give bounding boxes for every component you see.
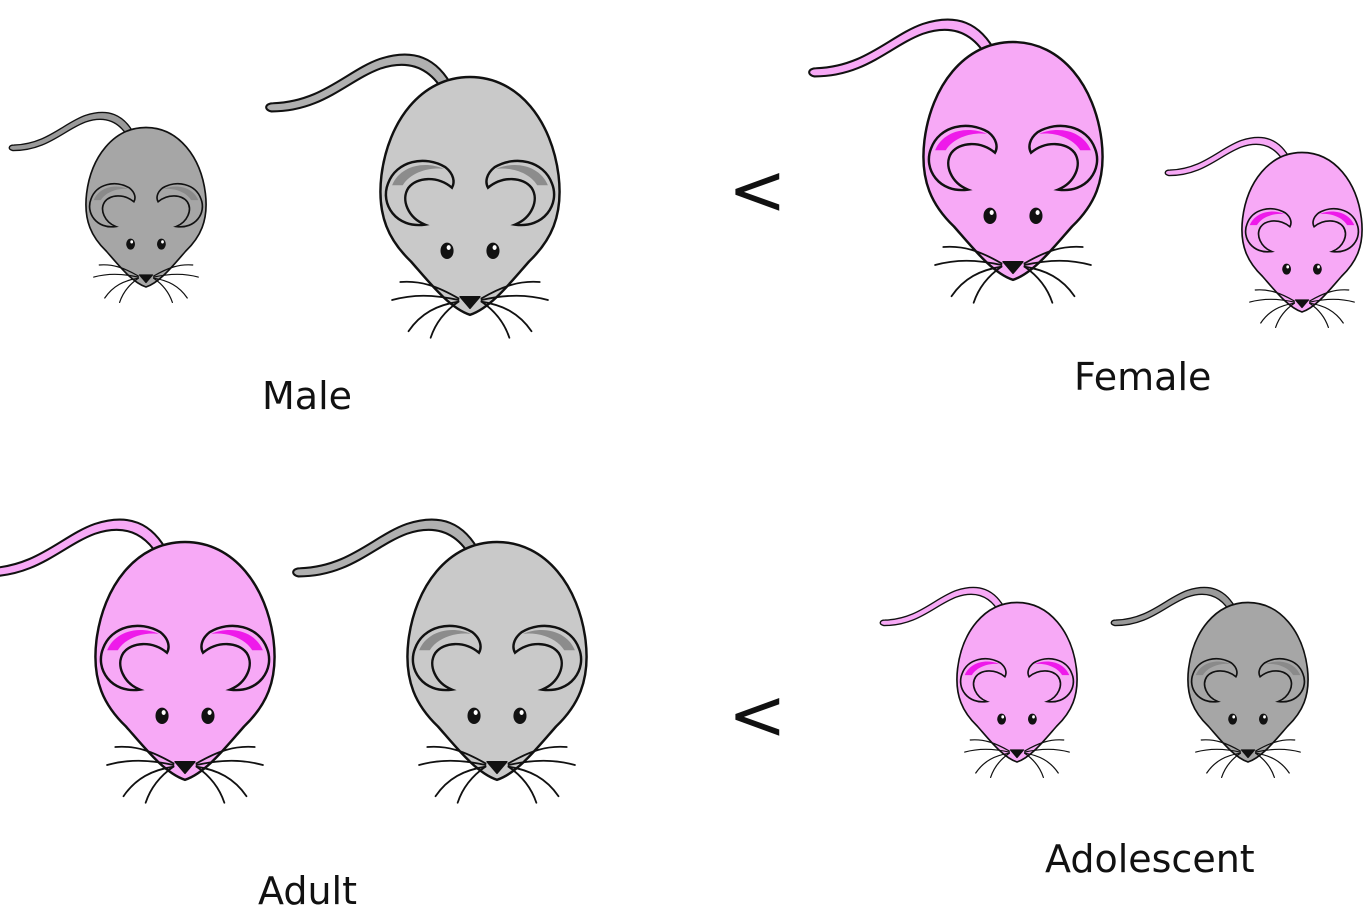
large-pink-mouse-icon [809,20,1102,303]
small-gray-mouse-icon [1111,587,1308,777]
small-gray-mouse-icon [9,112,206,302]
male-label: Male [262,377,352,415]
female-label: Female [1074,358,1211,396]
large-gray-mouse-icon [266,55,559,338]
large-gray-mouse-icon [293,520,586,803]
less-than-operator: < [728,680,787,750]
small-pink-mouse-icon [1165,137,1362,327]
adult-label: Adult [258,872,357,910]
less-than-operator: < [728,155,787,225]
adolescent-label: Adolescent [1045,840,1255,878]
small-pink-mouse-icon [880,587,1077,777]
large-pink-mouse-icon [0,520,275,803]
